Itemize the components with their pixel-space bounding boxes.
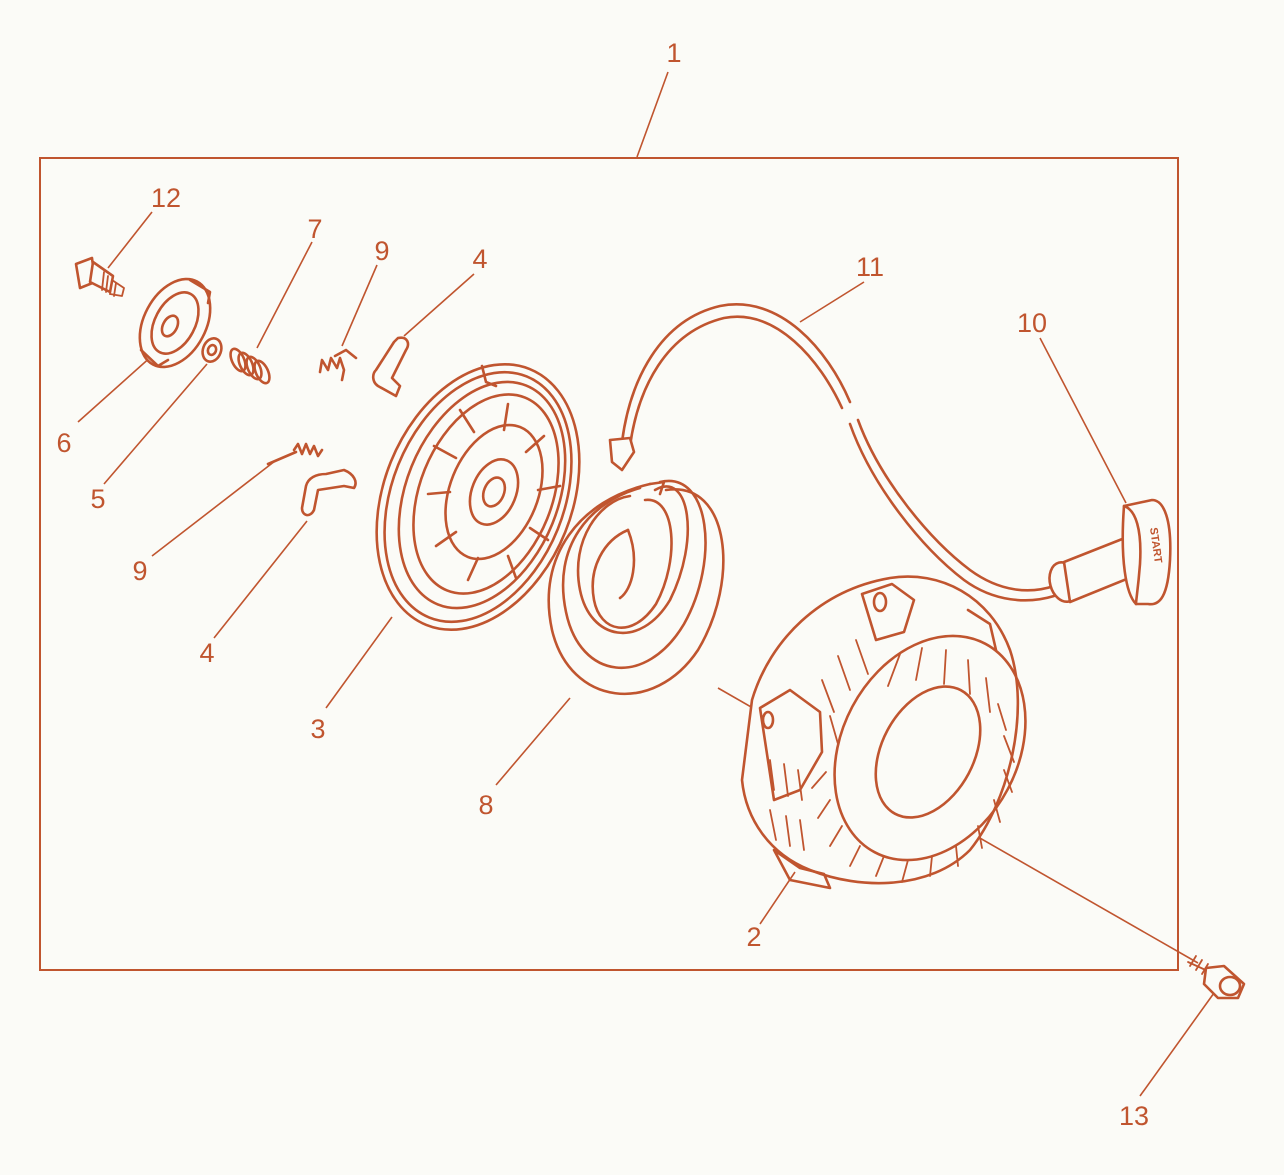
starter-pulley-part <box>375 362 581 632</box>
leader-4a <box>403 273 475 337</box>
callout-4a: 4 <box>472 244 487 274</box>
callout-2: 2 <box>746 922 761 952</box>
callout-10: 10 <box>1017 308 1047 338</box>
callout-4b: 4 <box>199 638 214 668</box>
housing-bolt-part <box>1187 955 1246 1000</box>
leader-12 <box>107 211 153 269</box>
leader-lines <box>77 71 1215 1097</box>
leader-6 <box>77 354 154 423</box>
callout-12: 12 <box>151 183 181 213</box>
leader-8 <box>495 697 571 786</box>
callout-5: 5 <box>90 484 105 514</box>
callout-7: 7 <box>307 214 322 244</box>
starter-rope-part <box>608 303 1056 602</box>
spring-part <box>229 347 271 385</box>
callout-9b: 9 <box>132 556 147 586</box>
recoil-spring-part <box>547 479 725 696</box>
handle-start-text: START <box>1147 527 1164 564</box>
callout-labels: 1 2 3 4 4 5 6 7 8 9 9 10 11 12 13 <box>56 38 1149 1131</box>
callout-6: 6 <box>56 428 71 458</box>
ratchet-spring-part-upper <box>318 348 358 382</box>
callout-8: 8 <box>478 790 493 820</box>
starter-handle-part: START <box>1048 498 1172 606</box>
callout-3: 3 <box>310 714 325 744</box>
leader-1 <box>636 71 669 158</box>
leader-3 <box>325 616 393 709</box>
leader-11 <box>799 281 865 323</box>
callout-11: 11 <box>856 252 884 282</box>
leader-5 <box>103 363 208 485</box>
callout-9a: 9 <box>374 236 389 266</box>
callout-13: 13 <box>1119 1101 1149 1131</box>
ratchet-pawl-part-lower <box>300 468 357 517</box>
leader-4b <box>213 520 308 639</box>
leader-13 <box>1139 992 1215 1097</box>
ratchet-pawl-part-upper <box>371 336 410 398</box>
washer-part <box>201 337 223 363</box>
leader-9a <box>341 264 378 347</box>
friction-plate-part <box>138 277 212 369</box>
ratchet-spring-part-lower <box>266 442 324 466</box>
assembly-frame <box>39 157 1179 971</box>
leader-9b <box>151 460 276 557</box>
leader-7 <box>256 241 313 349</box>
screw-part <box>74 256 125 297</box>
callout-1: 1 <box>666 38 681 68</box>
recoil-housing-part <box>740 575 1027 890</box>
leader-10 <box>1039 337 1127 504</box>
